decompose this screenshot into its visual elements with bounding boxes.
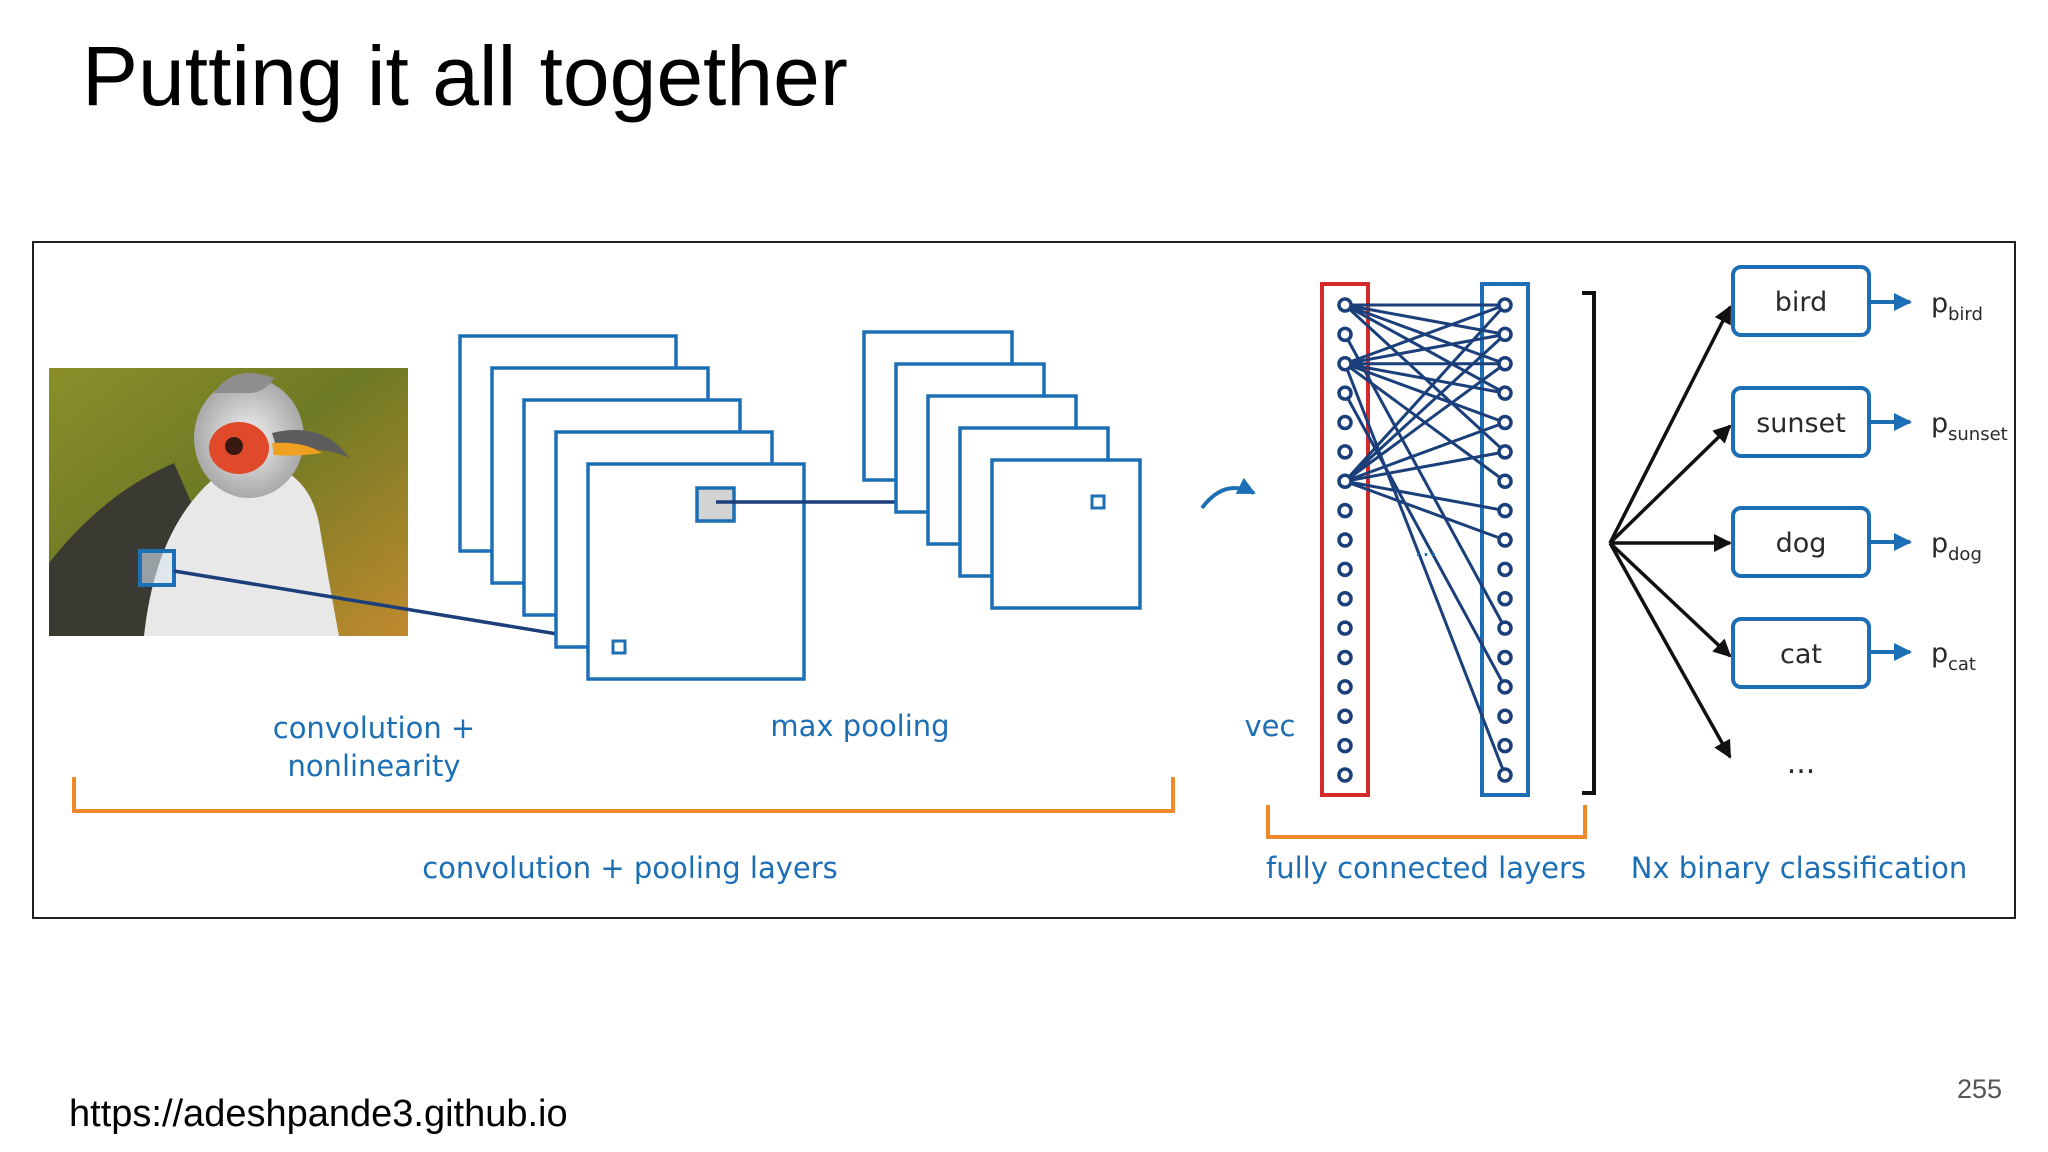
hidden-node xyxy=(1497,620,1513,636)
vec-node xyxy=(1337,326,1353,343)
cnn-pipeline-diagram: ... bird p bird sunset p sunset xyxy=(49,265,2008,885)
hidden-node xyxy=(1497,561,1513,578)
hidden-node xyxy=(1497,414,1513,431)
cnn-pipeline-figure: ... bird p bird sunset p sunset xyxy=(32,241,2016,919)
vec-node xyxy=(1337,767,1353,783)
label-binary-classification: Nx binary classification xyxy=(1631,851,1968,885)
pooling-window xyxy=(695,486,736,523)
vec-node xyxy=(1337,679,1353,695)
fc-connection-line xyxy=(1343,333,1507,483)
fc-connection-line xyxy=(1344,421,1506,483)
fc-connection-line xyxy=(1344,362,1506,395)
source-url: https://adeshpande3.github.io xyxy=(69,1093,568,1135)
fc-connection-line xyxy=(1343,333,1507,629)
vec-node xyxy=(1337,561,1353,578)
conv-target-cell xyxy=(611,639,627,655)
label-vec: vec xyxy=(1245,709,1296,743)
hidden-node xyxy=(1497,649,1513,666)
fc-connection-line xyxy=(1343,303,1507,483)
fc-connection-line xyxy=(1344,332,1506,366)
hidden-node xyxy=(1497,297,1513,313)
hidden-node xyxy=(1497,767,1513,783)
conv-pool-bracket xyxy=(72,777,1175,813)
classifier-arrows xyxy=(1608,305,1732,759)
fc-connection-line xyxy=(1344,479,1506,513)
more-classes-ellipsis: ... xyxy=(1787,746,1816,781)
fc-connection-line xyxy=(1344,303,1506,366)
hidden-node xyxy=(1497,444,1513,460)
svg-text:sunset: sunset xyxy=(1756,408,1846,439)
flatten-arrow xyxy=(1200,477,1256,510)
svg-text:bird: bird xyxy=(1948,304,1983,325)
svg-text:p: p xyxy=(1931,638,1948,669)
vec-node xyxy=(1337,444,1353,460)
hidden-node xyxy=(1497,737,1513,754)
output-bracket xyxy=(1582,291,1596,795)
fc-connection-line xyxy=(1344,450,1506,483)
fc-connection-line xyxy=(1344,303,1506,336)
fc-ellipsis: ... xyxy=(1415,534,1438,562)
bird-photo xyxy=(49,368,408,636)
svg-text:dog: dog xyxy=(1776,528,1827,559)
hidden-layer xyxy=(1480,282,1530,797)
hidden-node xyxy=(1497,473,1513,489)
arrow-to-more xyxy=(1608,542,1732,759)
vec-node xyxy=(1337,620,1353,636)
svg-text:p: p xyxy=(1931,408,1948,439)
fc-connection-line xyxy=(1343,392,1507,688)
vec-node xyxy=(1337,532,1353,548)
class-dog: dog p dog xyxy=(1731,506,1982,578)
slide-title: Putting it all together xyxy=(82,29,848,123)
vec-layer xyxy=(1320,282,1370,797)
label-convolution-line1: convolution + xyxy=(273,711,475,745)
hidden-node xyxy=(1497,356,1513,372)
vec-node xyxy=(1337,297,1353,313)
hidden-node xyxy=(1497,326,1513,343)
hidden-node xyxy=(1497,502,1513,519)
vec-node xyxy=(1337,356,1353,372)
vec-node xyxy=(1337,473,1353,489)
label-max-pooling: max pooling xyxy=(770,709,949,743)
class-bird: bird p bird xyxy=(1731,265,1983,337)
vec-node xyxy=(1337,414,1353,431)
svg-text:p: p xyxy=(1931,528,1948,559)
fc-connections xyxy=(1343,303,1507,776)
svg-text:cat: cat xyxy=(1780,639,1822,670)
svg-text:cat: cat xyxy=(1948,654,1976,675)
vec-node xyxy=(1337,649,1353,666)
svg-text:dog: dog xyxy=(1948,544,1982,565)
vec-node xyxy=(1337,591,1353,607)
arrow-to-bird xyxy=(1608,305,1732,544)
svg-text:p: p xyxy=(1931,288,1948,319)
pooled-feature-maps xyxy=(862,330,1142,610)
hidden-node xyxy=(1497,532,1513,548)
fc-connection-line xyxy=(1343,363,1507,776)
vec-node xyxy=(1337,737,1353,754)
fc-connection-line xyxy=(1344,479,1506,542)
label-fully-connected-layers: fully connected layers xyxy=(1266,851,1586,885)
arrow-to-sunset xyxy=(1608,424,1732,545)
fc-connection-line xyxy=(1344,362,1506,483)
hidden-node xyxy=(1497,708,1513,724)
fc-bracket xyxy=(1266,805,1587,839)
vec-node xyxy=(1337,708,1353,724)
svg-text:sunset: sunset xyxy=(1948,424,2008,445)
vec-node xyxy=(1337,502,1353,519)
class-cat: cat p cat xyxy=(1731,617,1976,689)
convolution-feature-maps xyxy=(458,334,806,681)
hidden-node xyxy=(1497,591,1513,607)
conv-arrow xyxy=(173,569,614,647)
svg-text:bird: bird xyxy=(1775,287,1827,318)
receptive-field-box xyxy=(138,549,176,587)
arrow-to-cat xyxy=(1608,541,1732,658)
label-conv-pool-layers: convolution + pooling layers xyxy=(422,851,838,885)
pooled-target-cell xyxy=(1090,494,1106,510)
hidden-node xyxy=(1497,385,1513,401)
class-sunset: sunset p sunset xyxy=(1731,386,2008,458)
label-convolution-line2: nonlinearity xyxy=(287,749,460,783)
page-number: 255 xyxy=(1956,1074,2002,1104)
hidden-node xyxy=(1497,679,1513,695)
vec-node xyxy=(1337,385,1353,401)
